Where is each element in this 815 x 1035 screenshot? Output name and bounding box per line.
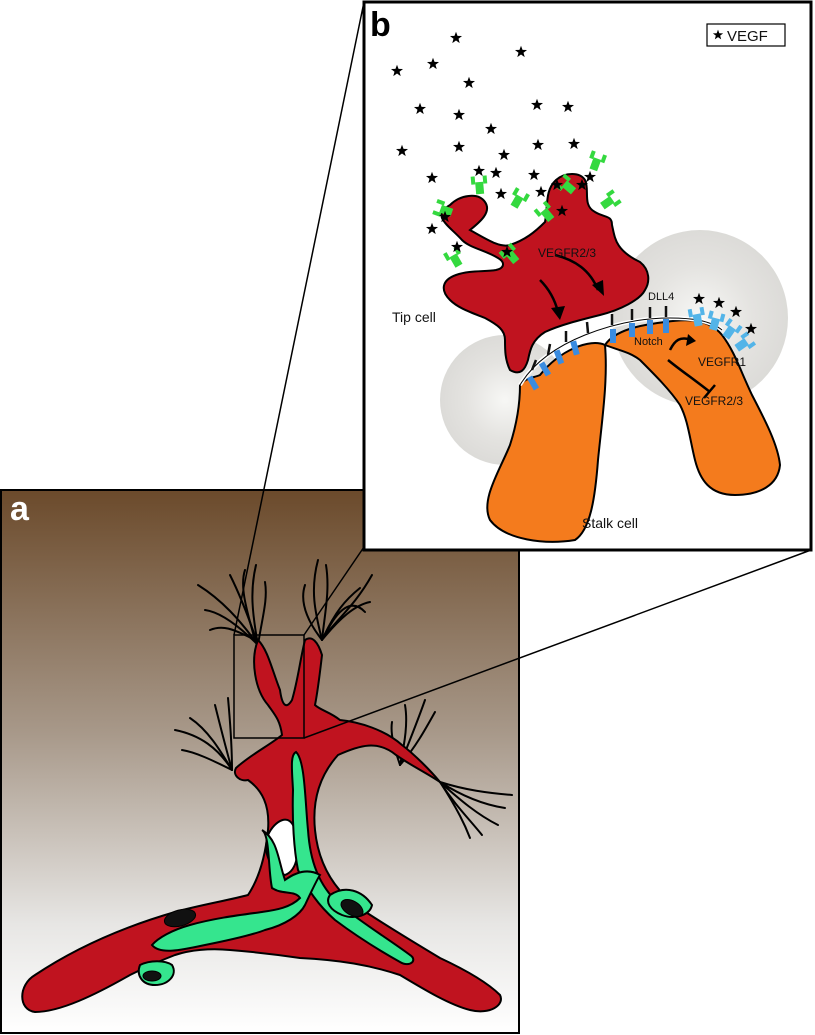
receptor: [510, 187, 530, 209]
inhibition-bar: [703, 384, 716, 399]
receptor: [734, 331, 757, 352]
dll4-ligands: [530, 306, 668, 371]
stalk-cell-left: [486, 342, 607, 543]
tip-cell: [440, 173, 650, 374]
receptor: [470, 175, 488, 195]
panel-a: a: [0, 489, 520, 1034]
vegfr1-receptors: [687, 306, 757, 352]
arrow-head: [686, 334, 696, 346]
nuclei: [142, 898, 364, 982]
label-stalk-cell: Stalk cell: [582, 515, 638, 531]
receptor: [707, 310, 726, 331]
label-dll4: DLL4: [648, 291, 674, 303]
receptor: [687, 306, 705, 327]
notch-receptors: [526, 319, 669, 391]
label-notch: Notch: [634, 336, 663, 348]
receptor: [533, 200, 555, 223]
nucleus: [163, 908, 197, 928]
label-tip-cell: Tip cell: [392, 309, 436, 325]
receptor: [432, 199, 454, 217]
panel-a-letter: a: [10, 490, 30, 528]
signal-arrows: [539, 253, 716, 399]
label-vegfr1: VEGFR1: [698, 355, 746, 369]
arrow-head: [551, 306, 565, 320]
stalk-cells: [486, 319, 782, 543]
legend: VEGF: [706, 23, 786, 47]
receptor: [589, 150, 607, 172]
panel-b: VEGF VEGFR2/3 Tip cell DLL4 Notch VEGFR1…: [362, 0, 813, 552]
legend-box: [706, 23, 786, 47]
label-vegfr2-3-stalk: VEGFR2/3: [685, 394, 743, 408]
receptor: [722, 317, 743, 340]
zoom-lines: [233, 1, 812, 739]
arrow-head: [592, 280, 604, 296]
zoom-region-box: [233, 634, 305, 739]
nucleus: [142, 970, 162, 982]
legend-label: VEGF: [727, 28, 768, 45]
vegfr-green-receptors: [432, 150, 622, 268]
receptor: [600, 189, 622, 210]
label-vegfr2-3-tip: VEGFR2/3: [538, 246, 596, 260]
inhibition-line: [667, 359, 711, 393]
nucleus: [340, 898, 364, 918]
panel-b-letter: b: [370, 6, 391, 44]
